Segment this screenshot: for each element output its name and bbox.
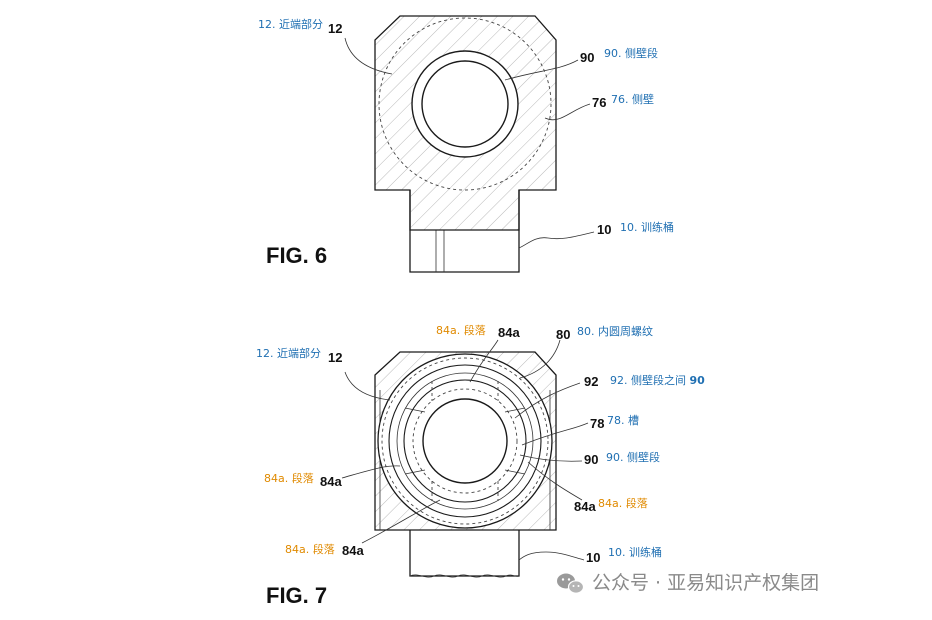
fig7-ref-12: 12 <box>328 350 342 365</box>
fig7-leader-84a-right <box>527 461 583 501</box>
fig7-leader-84a-left <box>341 465 401 479</box>
fig7-leader-84a-top <box>469 339 499 383</box>
fig7-ref-10: 10 <box>586 550 600 565</box>
fig6-leader-10 <box>518 231 595 249</box>
fig6-leader-90 <box>504 59 579 81</box>
fig7-ref-78: 78 <box>590 416 604 431</box>
fig7-ref-84a-top: 84a <box>498 325 520 340</box>
fig7-ref-84a-bottom: 84a <box>342 543 364 558</box>
fig7-barrel-10 <box>409 530 520 577</box>
fig7-leader-84a-bottom <box>361 499 441 544</box>
fig7-annotation-84a-right: 84a. 段落 <box>598 496 648 510</box>
fig7-annotation-78: 78. 槽 <box>607 414 639 427</box>
fig7-leader-10 <box>518 551 585 561</box>
fig7-drawing <box>341 339 589 578</box>
fig6-outer-dashed-circle <box>378 17 552 191</box>
fig6-annotation-10: 10. 训练桶 <box>620 220 674 234</box>
fig6-ref-10: 10 <box>597 222 611 237</box>
watermark-text: 公众号 · 亚易知识产权集团 <box>592 572 819 594</box>
fig6-ref-12: 12 <box>328 21 342 36</box>
fig7-ref-80: 80 <box>556 327 570 342</box>
fig6-ref-90: 90 <box>580 50 594 65</box>
fig7-annotation-80: 80. 内圆周螺纹 <box>577 324 653 338</box>
fig7-annotation-92: 92. 侧壁段之间 90 <box>610 373 705 387</box>
fig7-annotation-92-ref: 90 <box>690 374 706 387</box>
fig6-bore <box>421 60 509 148</box>
fig6-annotation-76: 76. 侧壁 <box>611 92 654 106</box>
fig7-leader-78 <box>521 422 589 446</box>
fig6-ref-76: 76 <box>592 95 606 110</box>
fig7-bore <box>422 398 508 484</box>
fig7-leader-92 <box>514 382 581 419</box>
fig7-caption: FIG. 7 <box>266 583 327 608</box>
fig6-leader-12 <box>344 37 393 75</box>
fig6-barrel-10 <box>409 190 520 273</box>
fig7-leader-90 <box>519 454 583 462</box>
fig7-annotation-84a-bottom: 84a. 段落 <box>285 542 335 556</box>
fig7-ref-92: 92 <box>584 374 598 389</box>
fig7-annotation-90: 90. 侧壁段 <box>606 450 660 464</box>
fig6-drawing <box>344 15 595 273</box>
fig7-ref-90: 90 <box>584 452 598 467</box>
fig7-leader-80 <box>519 339 561 379</box>
fig6-annotation-12: 12. 近端部分 <box>258 17 323 31</box>
fig7-annotation-84a-left: 84a. 段落 <box>264 471 314 485</box>
wechat-icon <box>557 573 585 594</box>
fig7-annotation-92-text: 92. 侧壁段之间 <box>610 373 690 387</box>
fig7-ref-84a-left: 84a <box>320 474 342 489</box>
fig7-annotation-12: 12. 近端部分 <box>256 346 321 360</box>
fig6-leader-76 <box>544 103 591 121</box>
fig7-ref-84a-right: 84a <box>574 499 596 514</box>
fig7-annotation-84a-top: 84a. 段落 <box>436 323 486 337</box>
fig6-caption: FIG. 6 <box>266 243 327 268</box>
fig7-annotation-10: 10. 训练桶 <box>608 545 662 559</box>
fig7-leader-12 <box>344 371 391 401</box>
fig6-annotation-90: 90. 侧壁段 <box>604 46 658 60</box>
